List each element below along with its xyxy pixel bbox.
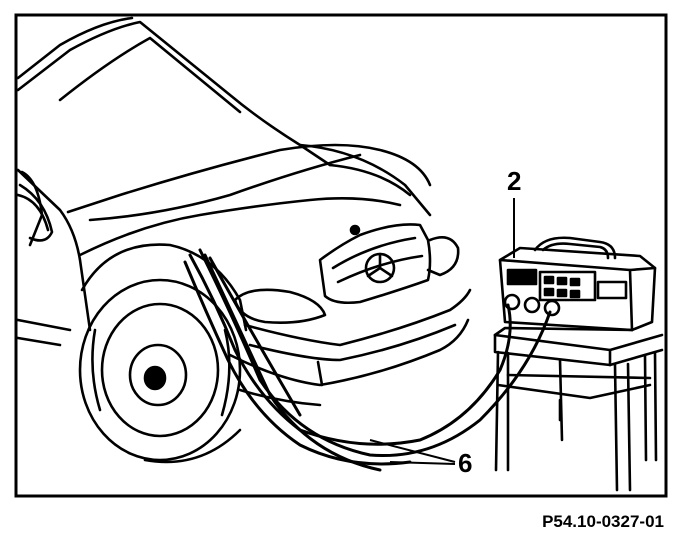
table: [493, 326, 664, 492]
charger: [498, 236, 657, 332]
leader-line-cables-a: [369, 439, 456, 463]
figure-frame: [14, 13, 668, 498]
callout-6: 6: [369, 439, 472, 478]
car: [16, 16, 472, 407]
reference-code: P54.10-0327-01: [542, 512, 664, 531]
jump-cables: [183, 248, 552, 472]
front-wheel: [78, 278, 242, 464]
callout-label-charger: 2: [507, 166, 521, 196]
callout-2: 2: [507, 166, 521, 258]
callout-label-cables: 6: [458, 448, 472, 478]
leader-line-cables-b: [389, 461, 456, 465]
